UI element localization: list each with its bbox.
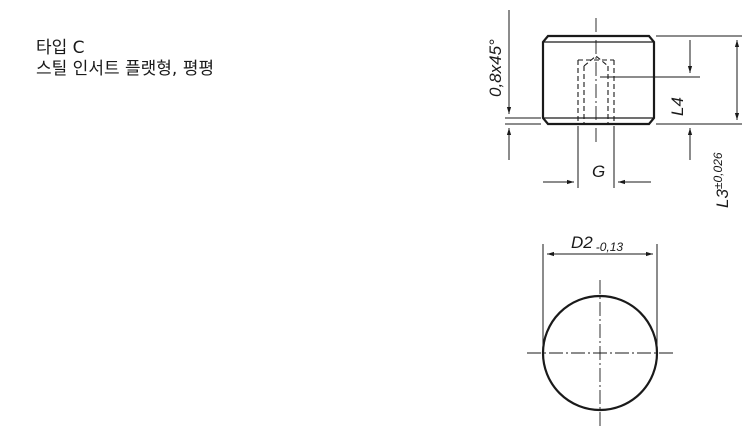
- l3-dimension: [656, 35, 742, 125]
- d2-dimension: [542, 244, 658, 350]
- g-label: G: [592, 162, 605, 181]
- insert-top-circle: [541, 294, 659, 412]
- insert-body-outline: [541, 34, 656, 126]
- d2-label: D2-0,13: [571, 233, 623, 254]
- caption-type: 타입 C: [36, 38, 85, 58]
- chamfer-label: 0,8x45°: [486, 39, 505, 97]
- caption-description: 스틸 인서트 플랫형, 평평: [36, 59, 215, 79]
- top-view: [527, 280, 673, 426]
- l4-label: L4: [668, 97, 687, 116]
- l3-label: L3±0,026: [711, 152, 732, 208]
- chamfer-dimension: [505, 10, 541, 160]
- side-view: [541, 18, 656, 142]
- hidden-thread-lines: [577, 55, 615, 124]
- caption-block: 타입 C 스틸 인서트 플랫형, 평평: [36, 38, 214, 80]
- g-dimension: [543, 126, 651, 188]
